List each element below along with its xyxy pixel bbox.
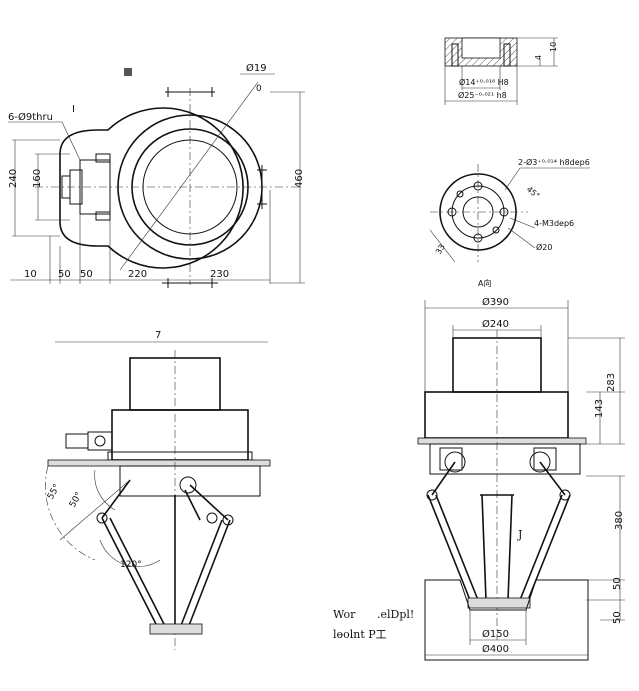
dim-phi400: Ø400 xyxy=(482,643,509,655)
label-j: J xyxy=(517,528,522,541)
dim-phi19: Ø19 xyxy=(246,62,267,74)
angle-55: 55° xyxy=(46,483,63,502)
cursor-mark: I xyxy=(72,104,75,115)
dim-10: 10 xyxy=(24,269,37,280)
dim-phi20: Ø20 xyxy=(536,242,552,252)
dim-50a: 50 xyxy=(58,269,71,280)
dim-50a: 50 xyxy=(612,577,623,590)
dim-angle-45: 45° xyxy=(525,185,542,201)
label-work: Wor xyxy=(333,608,356,621)
connector-housing xyxy=(79,159,111,215)
dim-230: 230 xyxy=(210,269,229,280)
dim-zero: 0 xyxy=(256,84,262,94)
dim-50b: 50 xyxy=(612,611,623,624)
dim-phi150: Ø150 xyxy=(482,628,509,640)
section-detail: Ø14⁺⁰·⁰¹⁸ H8 Ø25⁻⁰·⁰²¹ h8 4 10 xyxy=(444,37,558,105)
top-view: Ø19 0 6-Ø9thru I 240 160 460 10 50 50 22… xyxy=(8,62,305,288)
label-tool-point: lɵolnt P工 xyxy=(333,628,387,641)
dim-phi390: Ø390 xyxy=(482,296,509,308)
dim-143: 143 xyxy=(594,399,605,418)
dim-4: 4 xyxy=(534,55,543,60)
dim-pin-holes: 2-Ø3⁺⁰·⁰¹⁴ h8dep6 xyxy=(518,157,590,167)
dim-phi240: Ø240 xyxy=(482,318,509,330)
dim-10-section: 10 xyxy=(549,42,558,52)
base-outline xyxy=(59,107,244,269)
angle-120: 120° xyxy=(120,560,142,570)
label-eldpl: .elDpl! xyxy=(377,608,414,621)
flange-view: 2-Ø3⁺⁰·⁰¹⁴ h8dep6 45° 4-M3dep6 Ø20 33 A向 xyxy=(429,157,590,288)
dim-threads: 4-M3dep6 xyxy=(534,219,574,228)
dim-460: 460 xyxy=(294,169,305,188)
dim-33: 33 xyxy=(434,243,447,256)
dim-outer-diameter: Ø25⁻⁰·⁰²¹ h8 xyxy=(458,90,507,100)
front-view-right: Ø390 Ø240 283 143 380 50 50 xyxy=(333,296,625,661)
dim-380: 380 xyxy=(614,511,625,530)
dim-220: 220 xyxy=(128,269,147,280)
angle-50: 50° xyxy=(68,491,85,510)
dim-283: 283 xyxy=(606,373,617,392)
marker-square xyxy=(124,68,132,76)
dim-inner-bore: Ø14⁺⁰·⁰¹⁸ H8 xyxy=(459,77,509,87)
dim-50b: 50 xyxy=(80,269,93,280)
dim-holes: 6-Ø9thru xyxy=(8,111,53,123)
dim-160: 160 xyxy=(32,169,43,188)
side-view-left: 7 55° 50° xyxy=(45,330,271,650)
view-label-a: A向 xyxy=(478,278,491,288)
dim-7: 7 xyxy=(155,330,161,341)
dim-240: 240 xyxy=(8,169,19,188)
